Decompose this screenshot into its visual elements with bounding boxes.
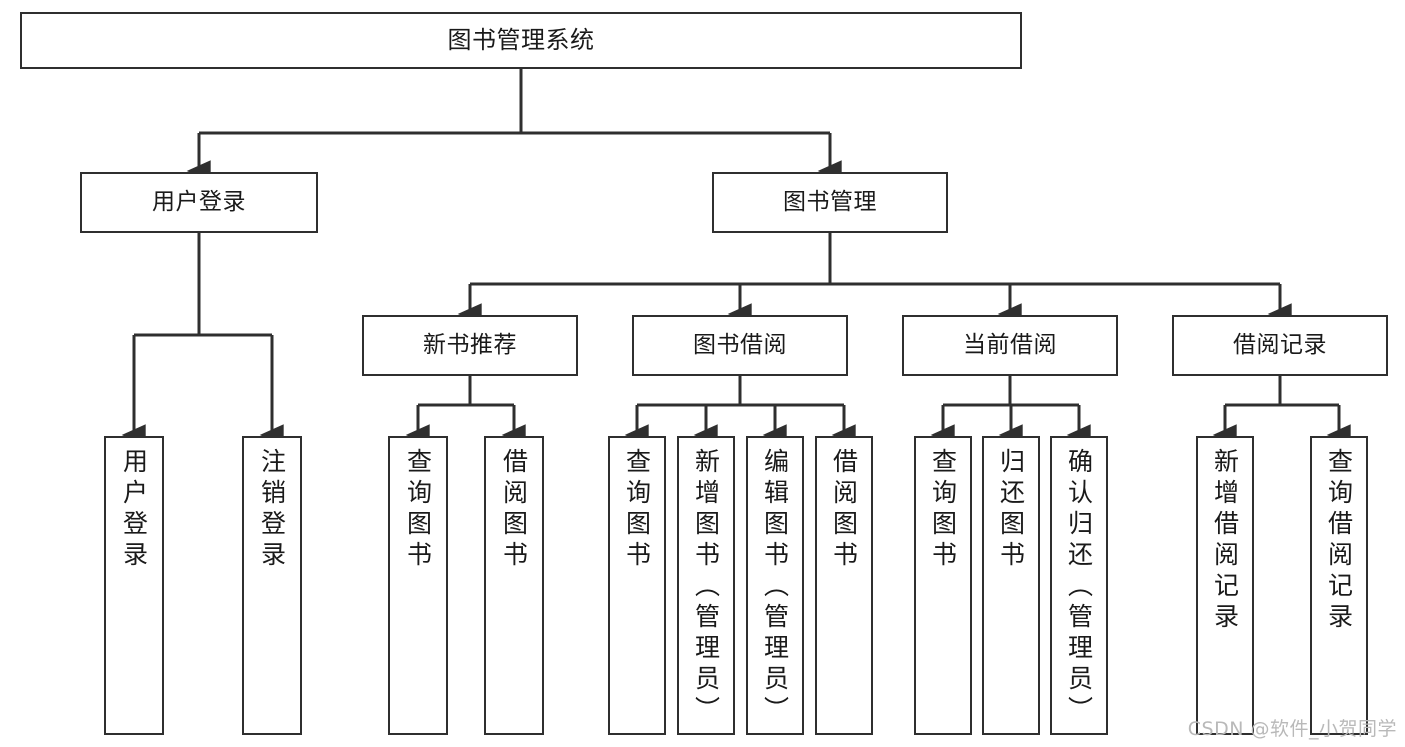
node-label: 编辑图书（管理员） bbox=[760, 448, 790, 727]
watermark: CSDN @软件_小贺同学 bbox=[1187, 718, 1397, 740]
node-label: 新增借阅记录 bbox=[1210, 448, 1240, 634]
node-label: 用户登录 bbox=[152, 188, 246, 215]
node-borrow-record[interactable]: 借阅记录 bbox=[1172, 315, 1388, 376]
node-user-login[interactable]: 用户登录 bbox=[80, 172, 318, 233]
node-leaf-borrow-query-book[interactable]: 查询图书 bbox=[608, 436, 666, 735]
node-label: 图书管理 bbox=[783, 188, 877, 215]
node-leaf-borrow-add-book[interactable]: 新增图书（管理员） bbox=[677, 436, 735, 735]
node-label: 确认归还（管理员） bbox=[1064, 448, 1094, 727]
node-label: 查询图书 bbox=[928, 448, 958, 572]
node-label: 图书管理系统 bbox=[447, 26, 595, 55]
node-label: 查询图书 bbox=[403, 448, 433, 572]
node-leaf-current-confirm-return[interactable]: 确认归还（管理员） bbox=[1050, 436, 1108, 735]
node-leaf-current-query-book[interactable]: 查询图书 bbox=[914, 436, 972, 735]
node-label: 归还图书 bbox=[996, 448, 1026, 572]
node-current-borrow[interactable]: 当前借阅 bbox=[902, 315, 1118, 376]
node-leaf-user-login[interactable]: 用户登录 bbox=[104, 436, 164, 735]
node-leaf-recommend-query-book[interactable]: 查询图书 bbox=[388, 436, 448, 735]
node-book-borrow[interactable]: 图书借阅 bbox=[632, 315, 848, 376]
node-label: 图书借阅 bbox=[693, 331, 787, 358]
node-leaf-borrow-edit-book[interactable]: 编辑图书（管理员） bbox=[746, 436, 804, 735]
node-leaf-record-add[interactable]: 新增借阅记录 bbox=[1196, 436, 1254, 735]
node-leaf-recommend-borrow-book[interactable]: 借阅图书 bbox=[484, 436, 544, 735]
node-label: 新增图书（管理员） bbox=[691, 448, 721, 727]
node-root-book-management-system[interactable]: 图书管理系统 bbox=[20, 12, 1022, 69]
node-leaf-logout[interactable]: 注销登录 bbox=[242, 436, 302, 735]
node-label: 查询图书 bbox=[622, 448, 652, 572]
node-book-management[interactable]: 图书管理 bbox=[712, 172, 948, 233]
node-label: 用户登录 bbox=[119, 448, 149, 572]
node-label: 新书推荐 bbox=[423, 331, 517, 358]
node-label: 当前借阅 bbox=[963, 331, 1057, 358]
node-label: 借阅图书 bbox=[499, 448, 529, 572]
node-leaf-borrow-borrow-book[interactable]: 借阅图书 bbox=[815, 436, 873, 735]
node-label: 借阅图书 bbox=[829, 448, 859, 572]
node-leaf-current-return-book[interactable]: 归还图书 bbox=[982, 436, 1040, 735]
node-label: 借阅记录 bbox=[1233, 331, 1327, 358]
node-new-book-recommend[interactable]: 新书推荐 bbox=[362, 315, 578, 376]
node-leaf-record-query[interactable]: 查询借阅记录 bbox=[1310, 436, 1368, 735]
node-label: 注销登录 bbox=[257, 448, 287, 572]
node-label: 查询借阅记录 bbox=[1324, 448, 1354, 634]
